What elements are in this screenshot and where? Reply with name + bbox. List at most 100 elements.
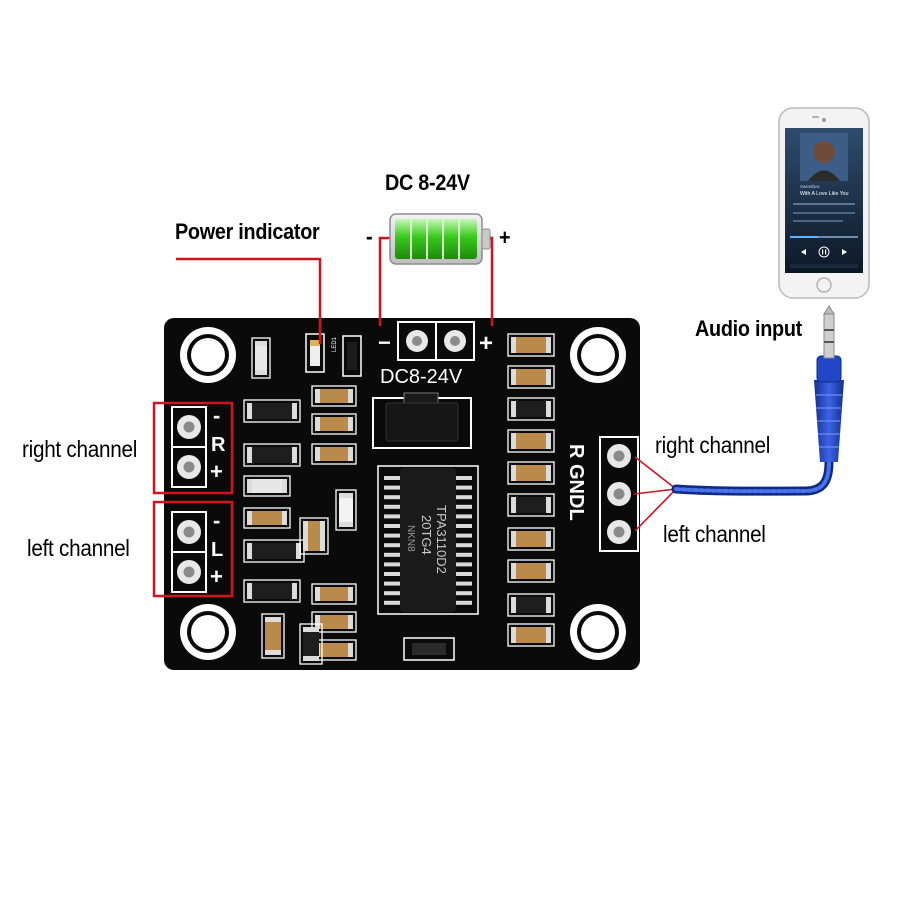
audio-jack-icon [671,305,844,496]
mounting-hole [180,604,236,660]
smd-body [252,403,292,419]
smd-outline [507,461,555,485]
smd-outline [507,397,555,421]
power-minus-silk: − [378,330,391,355]
led-silk: LED1 [332,336,338,352]
chip-pin [456,591,472,596]
smd-outline [311,443,357,465]
smd-outline [243,399,301,423]
power-led [305,333,325,373]
smd-outline [507,333,555,357]
smd-pad [303,627,319,632]
input-pin-silk: R GNDL [565,444,587,521]
left-channel-input-label: left channel [663,521,766,547]
left-output-highlight [152,500,234,598]
smd-body [516,531,546,547]
jack-plug [823,313,835,359]
left-out-minus-silk: - [213,508,220,533]
smd-outline [507,365,555,389]
chip-pin [456,600,472,605]
smd-pad [348,587,353,601]
right-channel-output-label: right channel [22,436,138,462]
smd-outline [251,337,271,379]
smd-pad [265,617,281,622]
chip-label-2: 20TG4 [419,515,434,555]
amplifier-chip: TPA3110D2 20TG4 NKN8 [377,465,479,615]
smd-body [516,337,546,353]
battery-icon [389,213,491,265]
smd-outline [299,517,329,555]
battery-minus-wire [378,236,390,326]
power-terminal [397,321,475,361]
smd-body [265,622,281,650]
chip-pin [384,504,400,509]
smd-pad [546,433,551,449]
smd-body [516,369,546,385]
track-title: With A Love Like You [800,191,849,197]
chip-pin [384,495,400,500]
smd-outline [507,593,555,617]
smd-outline [243,475,291,497]
smd-body [516,401,546,417]
smd-outline [243,443,301,467]
chip-pin [456,504,472,509]
smd-outline [261,613,285,659]
smd-pad [315,587,320,601]
track-artist: Sweetbox [800,184,821,189]
smd-pad [247,583,252,599]
smd-pad [511,563,516,579]
smd-body [252,511,282,525]
smd-pad [247,511,252,525]
power-indicator-callout [176,257,322,344]
smd-body [320,587,348,601]
chip-pin [456,485,472,490]
smd-pad [511,597,516,613]
chip-pin [456,533,472,538]
smd-pad [511,337,516,353]
smd-components [243,333,555,665]
smd-body [339,498,353,522]
smd-body [255,346,267,370]
right-channel-input-label: right channel [655,432,771,458]
led-resistor [342,335,362,377]
smd-pad [247,403,252,419]
smd-body [516,497,546,513]
smd-outline [299,623,323,665]
jack-body [816,355,842,383]
smd-outline [507,623,555,647]
smd-body [516,433,546,449]
amplifier-board: − + DC8-24V LED1 - R + [164,318,640,670]
chip-pin [456,562,472,567]
input-callout-lines [633,456,677,532]
smd-pad [511,531,516,547]
smd-pad [546,465,551,481]
small-component [403,637,455,661]
smd-pad [511,433,516,449]
chip-pin [384,533,400,538]
smd-body [252,543,296,559]
smd-body [320,615,348,629]
smd-body [516,563,546,579]
smd-body [320,389,348,403]
chip-pin [456,495,472,500]
chip-pin [456,581,472,586]
smd-outline [507,429,555,453]
power-plus-silk: + [479,330,493,357]
smd-pad [348,447,353,461]
power-indicator-label: Power indicator [175,219,320,244]
chip-pin [384,524,400,528]
chip-pin [384,581,400,586]
mounting-hole [570,604,626,660]
battery-plus-label: + [499,225,511,250]
supply-voltage-label: DC 8-24V [385,170,470,195]
smd-pad [348,389,353,403]
chip-pin [384,562,400,567]
smd-outline [507,527,555,551]
right-out-letter-silk: R [211,434,226,456]
right-out-plus-silk: + [210,459,223,484]
smd-pad [247,543,252,559]
voltage-regulator [372,392,472,449]
mounting-hole [180,327,236,383]
smd-pad [265,650,281,655]
smd-pad [315,417,320,431]
